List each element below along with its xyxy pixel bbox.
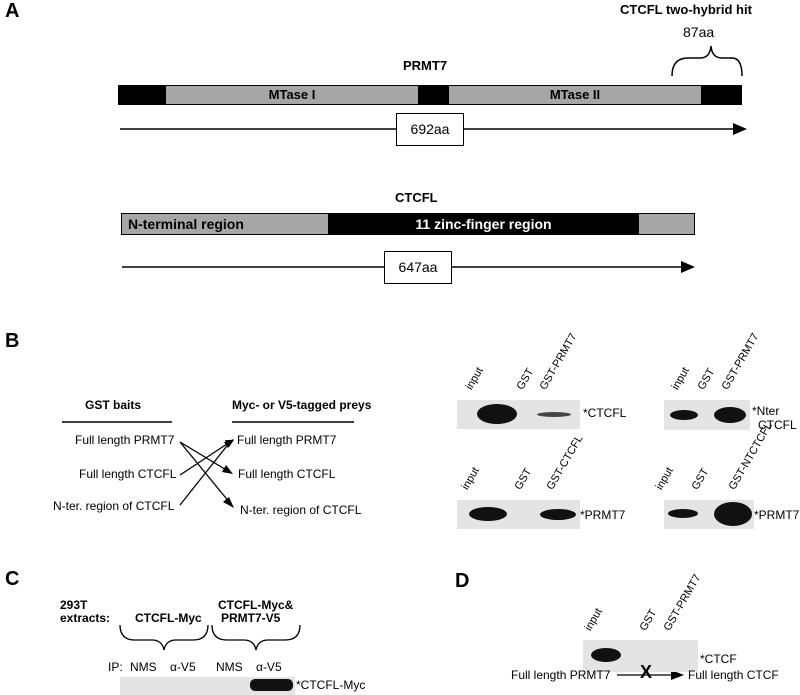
panel-d-from: Full length PRMT7 <box>511 668 611 682</box>
two-hybrid-hit-length: 87aa <box>683 24 715 40</box>
blot4-band-gst-ntctcfl <box>714 502 752 526</box>
blot2-label-line2: CTCFL <box>758 418 797 432</box>
brace-group2 <box>211 624 301 651</box>
panel-d-arrowhead <box>671 670 684 680</box>
ip-label: IP: <box>108 660 123 674</box>
prey-ctcfl: Full length CTCFL <box>238 467 336 481</box>
hit-brace <box>671 45 743 77</box>
group1-label: CTCFL-Myc <box>135 611 202 625</box>
blot1-band-input <box>477 404 517 424</box>
ctcfl-length-box: 647aa <box>384 251 452 284</box>
panel-d-label: *CTCF <box>700 652 737 666</box>
blot1 <box>457 400 580 429</box>
blot3 <box>457 500 580 529</box>
baits-header: GST baits <box>85 398 142 412</box>
panel-d-blot <box>583 640 698 672</box>
panel-letter-b: B <box>5 330 20 352</box>
n-terminal-region: N-terminal region <box>128 216 244 232</box>
extracts-label-line1: 293T <box>60 598 88 612</box>
bait-prmt7: Full length PRMT7 <box>75 433 175 447</box>
blot2 <box>664 400 750 430</box>
prey-nter-ctcfl: N-ter. region of CTCFL <box>240 503 362 517</box>
interaction-arrowheads <box>222 439 234 508</box>
panel-d-to: Full length CTCF <box>688 668 779 682</box>
prmt7-length-box: 692aa <box>396 113 464 146</box>
blot3-label: *PRMT7 <box>580 508 626 522</box>
lane-nms-1: NMS <box>130 660 157 674</box>
interaction-arrows <box>179 441 231 506</box>
mtase1-domain: MTase I <box>166 86 418 104</box>
two-hybrid-hit-title: CTCFL two-hybrid hit <box>620 2 752 17</box>
prmt7-title: PRMT7 <box>403 58 448 73</box>
blot1-label: *CTCFL <box>583 406 627 420</box>
blot2-label: *Nter <box>752 404 780 418</box>
panel-letter-a: A <box>5 0 20 22</box>
blot4-label: *PRMT7 <box>754 508 800 522</box>
lane-nms-2: NMS <box>216 660 243 674</box>
panel-c-band-label: *CTCFL-Myc <box>296 678 366 692</box>
blot4 <box>664 500 754 529</box>
lane-av5-1: α-V5 <box>170 660 196 674</box>
bait-ctcfl: Full length CTCFL <box>79 467 177 481</box>
zinc-finger-region: 11 zinc-finger region <box>328 213 639 235</box>
preys-header: Myc- or V5-tagged preys <box>232 398 372 412</box>
group2-label-line2: PRMT7-V5 <box>221 611 281 625</box>
panel-letter-c: C <box>5 568 20 590</box>
blot4-band-input <box>668 509 698 518</box>
blot3-band-input <box>469 507 507 521</box>
panel-d-band-input <box>591 648 621 662</box>
blot1-star: * <box>583 406 588 420</box>
ctcfl-arrowhead <box>681 261 695 273</box>
extracts-label-line2: extracts: <box>60 611 111 625</box>
lane-av5-2: α-V5 <box>256 660 282 674</box>
blot2-band-input <box>670 410 698 420</box>
blot3-band-gst-ctcfl <box>540 509 576 520</box>
ctcfl-title: CTCFL <box>395 190 438 205</box>
no-interaction-cross: X <box>640 662 653 682</box>
blot2-band-gst-prmt7 <box>714 407 746 423</box>
prmt7-arrowhead <box>733 123 747 135</box>
bait-nter-ctcfl: N-ter. region of CTCFL <box>53 499 175 513</box>
mtase2-domain: MTase II <box>449 86 701 104</box>
panel-c-blot <box>120 677 295 695</box>
blot1-band-gst-prmt7 <box>537 412 571 417</box>
panel-c-band <box>250 679 293 691</box>
panel-letter-d: D <box>455 570 470 592</box>
prey-prmt7: Full length PRMT7 <box>237 433 337 447</box>
brace-group1 <box>119 624 209 651</box>
group2-label-line1: CTCFL-Myc& <box>218 598 294 612</box>
